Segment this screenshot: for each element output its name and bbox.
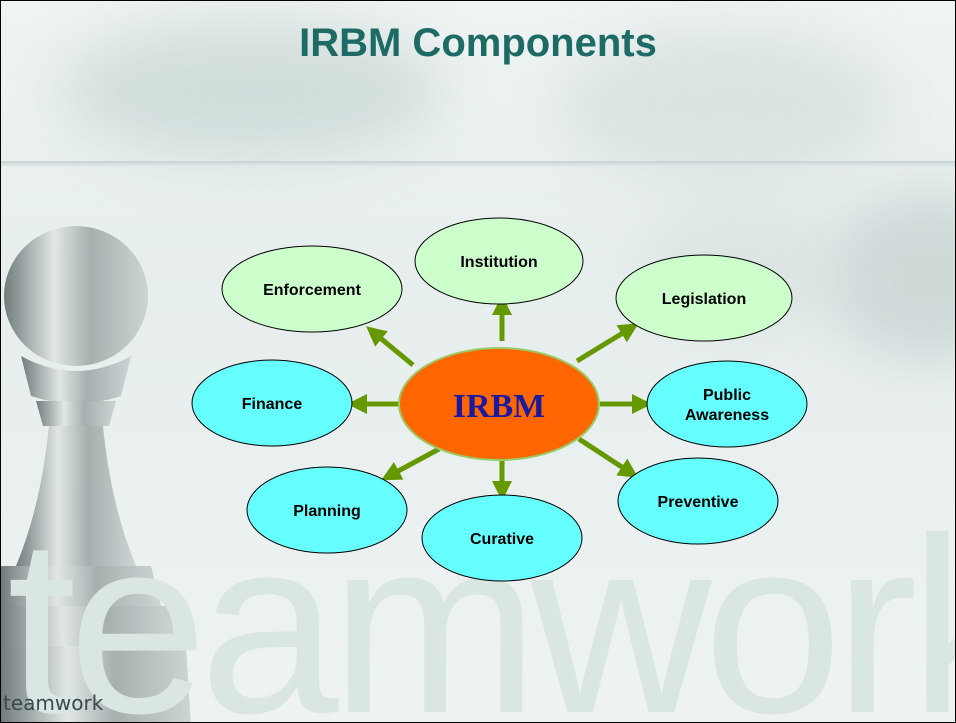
node-shape-finance: [191, 359, 353, 447]
node-legislation: Legislation: [615, 254, 793, 342]
node-curative: Curative: [421, 494, 583, 582]
hub-label: IRBM: [453, 388, 546, 425]
node-shape-curative: [421, 494, 583, 582]
node-shape-planning: [246, 466, 408, 554]
node-label-finance: Finance: [242, 396, 303, 413]
corner-logo-text: teamwork: [3, 691, 104, 715]
node-shape-institution: [414, 217, 584, 305]
node-label-public-awareness: Awareness: [685, 407, 769, 424]
node-shape-preventive: [617, 457, 779, 545]
arrow-to-planning: [381, 446, 441, 481]
header-divider: [1, 161, 955, 167]
node-label-enforcement: Enforcement: [263, 282, 361, 299]
arrow-to-enforcement: [366, 326, 415, 367]
page-title: IRBM Components: [299, 21, 657, 65]
node-finance: Finance: [191, 359, 353, 447]
node-label-preventive: Preventive: [658, 494, 739, 511]
background-blur: [561, 31, 891, 181]
background-blur: [61, 21, 441, 161]
node-enforcement: Enforcement: [221, 245, 403, 333]
node-label-public-awareness: Public: [703, 387, 751, 404]
chess-pawn-image: [1, 226, 191, 722]
node-shape-legislation: [615, 254, 793, 342]
node-label-legislation: Legislation: [662, 291, 746, 308]
node-shape-public-awareness: [646, 360, 808, 448]
nodes-group: InstitutionEnforcementLegislationFinance…: [191, 217, 808, 582]
node-preventive: Preventive: [617, 457, 779, 545]
node-institution: Institution: [414, 217, 584, 305]
node-label-institution: Institution: [460, 254, 537, 271]
node-label-planning: Planning: [293, 503, 361, 520]
arrows-group: [347, 295, 652, 501]
node-shape-enforcement: [221, 245, 403, 333]
hub-node: IRBM: [398, 347, 600, 461]
node-planning: Planning: [246, 466, 408, 554]
arrow-to-legislation: [575, 323, 639, 364]
arrow-to-preventive: [577, 436, 639, 478]
node-label-curative: Curative: [470, 531, 534, 548]
